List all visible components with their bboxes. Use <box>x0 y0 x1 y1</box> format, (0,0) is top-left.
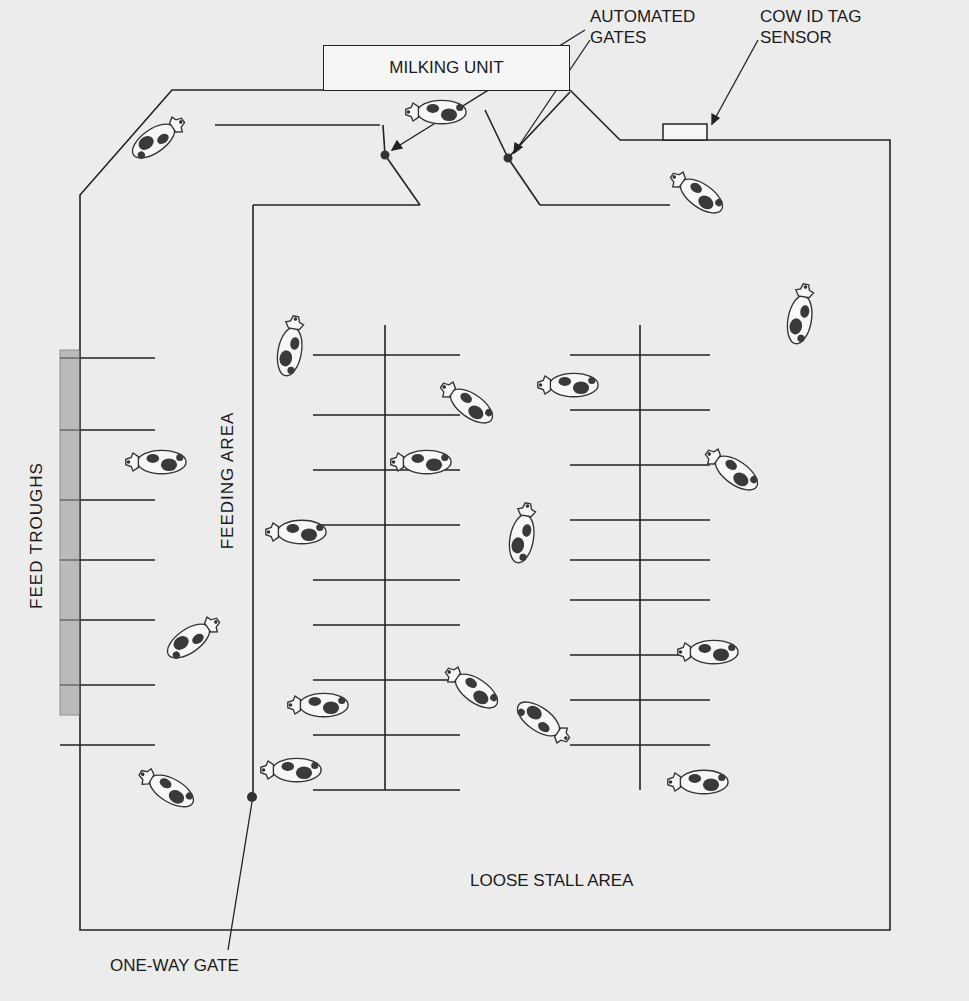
area-label: ONE-WAY GATE <box>110 955 239 976</box>
unit-label: MILKING UNIT <box>389 58 503 78</box>
unit-box: MILKING UNIT <box>323 45 570 91</box>
one-way-gate <box>247 792 257 802</box>
area-label: FEED TROUGHS <box>26 462 47 609</box>
sensor-box <box>663 124 707 140</box>
area-label: AUTOMATED GATES <box>590 6 715 48</box>
area-label: LOOSE STALL AREA <box>470 870 633 891</box>
barn-outline <box>80 90 890 930</box>
area-label: COW ID TAG SENSOR <box>760 6 885 48</box>
area-label: FEEDING AREA <box>217 411 238 549</box>
